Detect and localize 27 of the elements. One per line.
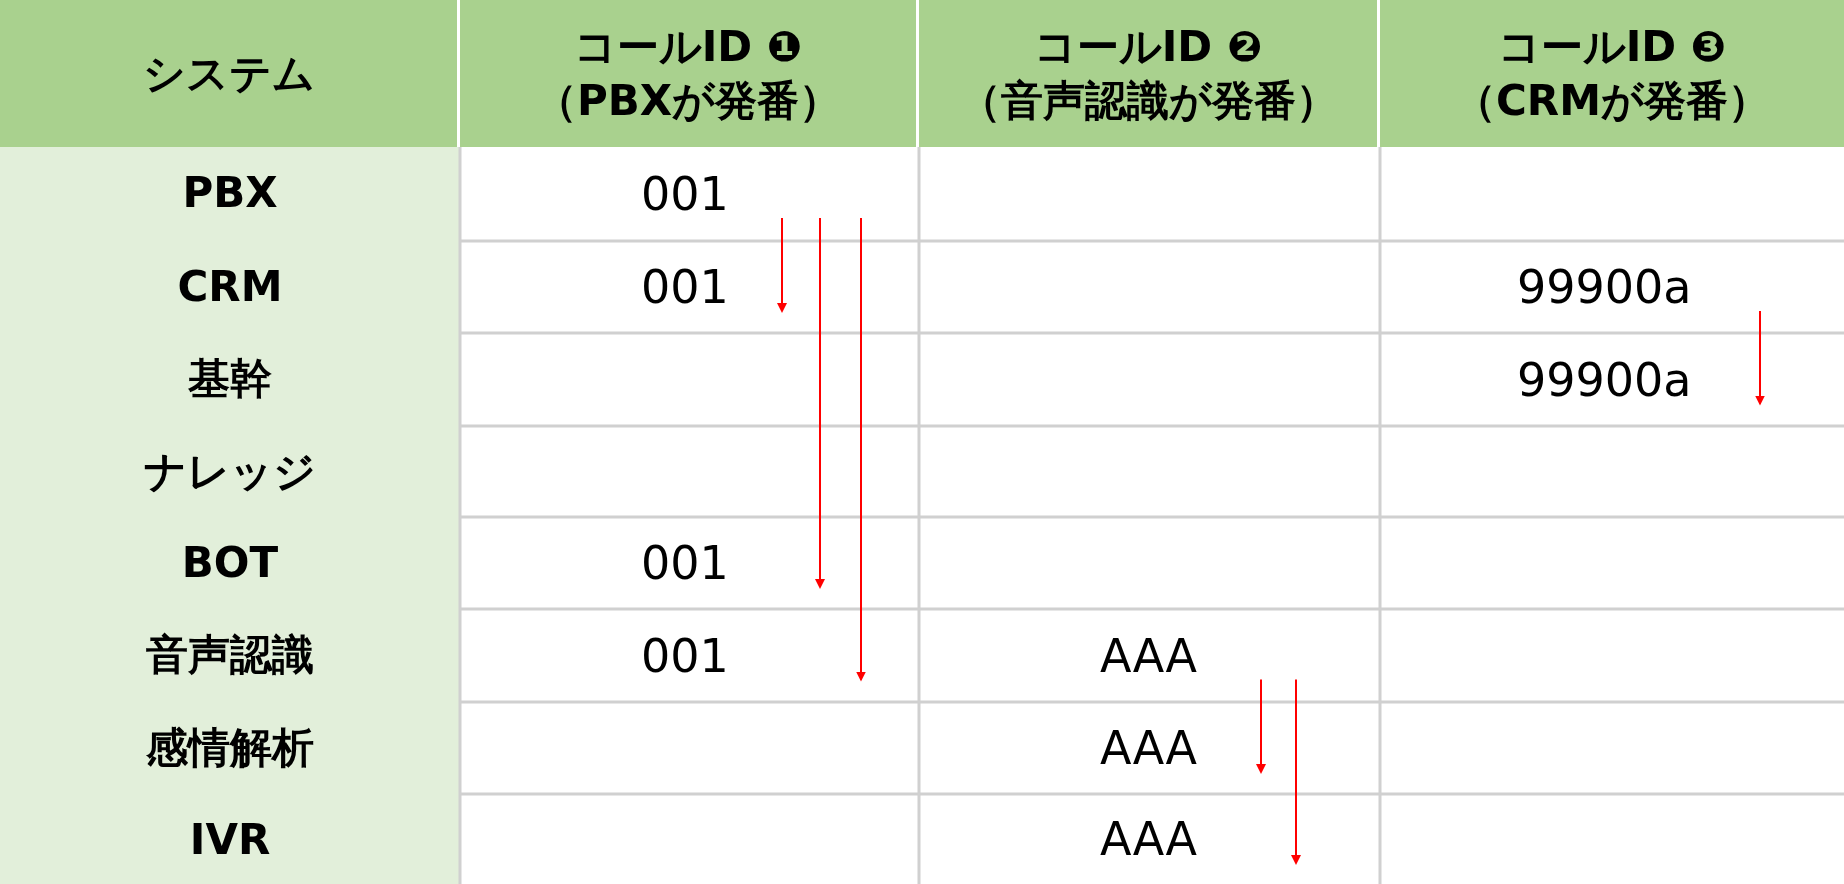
arrow <box>1256 678 1266 774</box>
id-value: 001 <box>641 263 876 311</box>
column-header: コールID ❷ （音声認識が発番） <box>919 0 1380 147</box>
row-header: 音声認識 <box>145 629 315 681</box>
row-header: ナレッジ <box>143 446 317 498</box>
id-value: 99900a <box>1517 355 1772 404</box>
id-value: 001 <box>641 631 876 680</box>
id-value: AAA <box>1100 815 1310 863</box>
row-header: PBX <box>181 167 279 219</box>
id-value: 001 <box>641 170 876 218</box>
id-value: 001 <box>641 539 876 587</box>
row-header: 感情解析 <box>145 722 315 774</box>
arrow <box>1755 310 1765 406</box>
arrow <box>815 217 825 589</box>
row-header: IVR <box>188 814 272 866</box>
arrow <box>777 217 787 313</box>
id-value: 99900a <box>1517 263 1772 311</box>
row-header: 基幹 <box>187 353 273 405</box>
column-header: コールID ❸ （CRMが発番） <box>1380 0 1844 147</box>
id-value: AAA <box>1100 631 1310 680</box>
arrow <box>856 217 866 682</box>
row-header: CRM <box>176 261 284 313</box>
arrow <box>1291 678 1301 865</box>
row-header: BOT <box>180 537 280 589</box>
column-header: コールID ❶ （PBXが発番） <box>460 0 919 147</box>
column-header: システム <box>0 0 460 147</box>
id-value: AAA <box>1100 724 1310 772</box>
